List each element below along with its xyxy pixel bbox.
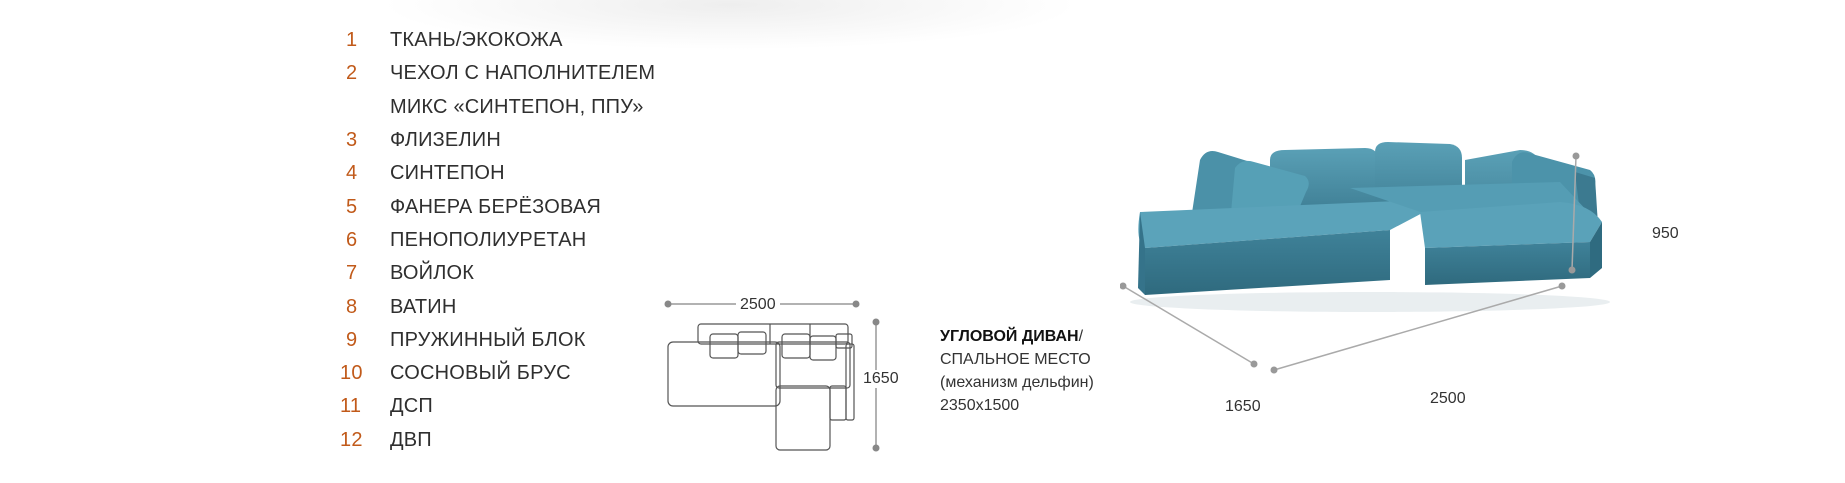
material-label: ФАНЕРА БЕРЁЗОВАЯ xyxy=(390,195,602,218)
material-number: 12 xyxy=(340,428,363,451)
material-label: ФЛИЗЕЛИН xyxy=(390,129,502,152)
photo-height-label: 950 xyxy=(1652,225,1679,242)
material-item: 6 ПЕНОПОЛИУРЕТАН xyxy=(340,224,655,257)
material-label: ВОЙЛОК xyxy=(390,262,475,285)
material-item: 2 ЧЕХОЛ С НАПОЛНИТЕЛЕМ xyxy=(340,57,655,90)
sofa-mechanism: (механизм дельфин) xyxy=(940,374,1094,391)
sofa-top-view-scheme: 2500 1650 xyxy=(660,290,920,460)
material-item: 9 ПРУЖИННЫЙ БЛОК xyxy=(340,324,655,357)
material-label: ТКАНЬ/ЭКОКОЖА xyxy=(390,29,563,52)
material-item: 1 ТКАНЬ/ЭКОКОЖА xyxy=(340,24,655,57)
scheme-depth-label: 1650 xyxy=(863,370,899,388)
material-item: 10 СОСНОВЫЙ БРУС xyxy=(340,357,655,390)
material-label: ПРУЖИННЫЙ БЛОК xyxy=(390,328,586,351)
material-label: СИНТЕПОН xyxy=(390,162,505,185)
material-item: 4 СИНТЕПОН xyxy=(340,157,655,190)
material-number: 3 xyxy=(346,129,358,152)
material-number: 5 xyxy=(346,195,358,218)
material-item: 11 ДСП xyxy=(340,390,655,423)
material-number: 7 xyxy=(346,262,358,285)
material-item: 7 ВОЙЛОК xyxy=(340,257,655,290)
material-number: 1 xyxy=(346,29,358,52)
material-item: 5 ФАНЕРА БЕРЁЗОВАЯ xyxy=(340,190,655,223)
material-item: 12 ДВП xyxy=(340,424,655,457)
materials-list: 1 ТКАНЬ/ЭКОКОЖА 2 ЧЕХОЛ С НАПОЛНИТЕЛЕМ М… xyxy=(340,24,655,457)
background-glow xyxy=(380,0,1080,50)
sofa-description: УГЛОВОЙ ДИВАН/ СПАЛЬНОЕ МЕСТО (механизм … xyxy=(940,325,1094,417)
photo-width-label: 2500 xyxy=(1430,390,1466,407)
material-label: СОСНОВЫЙ БРУС xyxy=(390,362,571,385)
scheme-width-label: 2500 xyxy=(736,296,780,314)
sofa-title: УГЛОВОЙ ДИВАН xyxy=(940,328,1079,345)
material-label: ВАТИН xyxy=(390,295,457,318)
sofa-title-suffix: / xyxy=(1078,328,1084,345)
sofa-illustration xyxy=(1120,142,1610,374)
material-number: 8 xyxy=(346,295,358,318)
material-number: 2 xyxy=(346,62,358,85)
sofa-photo: 950 1650 2500 xyxy=(1120,130,1680,450)
material-number: 4 xyxy=(346,162,358,185)
material-label: МИКС «СИНТЕПОН, ППУ» xyxy=(390,95,644,118)
material-number: 9 xyxy=(346,328,358,351)
material-number: 6 xyxy=(346,228,358,251)
material-number: 10 xyxy=(340,362,363,385)
material-label: ДВП xyxy=(390,428,432,451)
material-item: 3 ФЛИЗЕЛИН xyxy=(340,124,655,157)
material-item: МИКС «СИНТЕПОН, ППУ» xyxy=(340,91,655,124)
scheme-drawing xyxy=(664,300,880,452)
sofa-sleep-area: СПАЛЬНОЕ МЕСТО xyxy=(940,351,1091,368)
sofa-sleep-size: 2350х1500 xyxy=(940,397,1020,414)
material-item: 8 ВАТИН xyxy=(340,290,655,323)
photo-depth-label: 1650 xyxy=(1225,398,1261,415)
material-label: ЧЕХОЛ С НАПОЛНИТЕЛЕМ xyxy=(390,62,656,85)
material-number: 11 xyxy=(340,395,362,418)
material-label: ПЕНОПОЛИУРЕТАН xyxy=(390,228,587,251)
material-label: ДСП xyxy=(390,395,433,418)
